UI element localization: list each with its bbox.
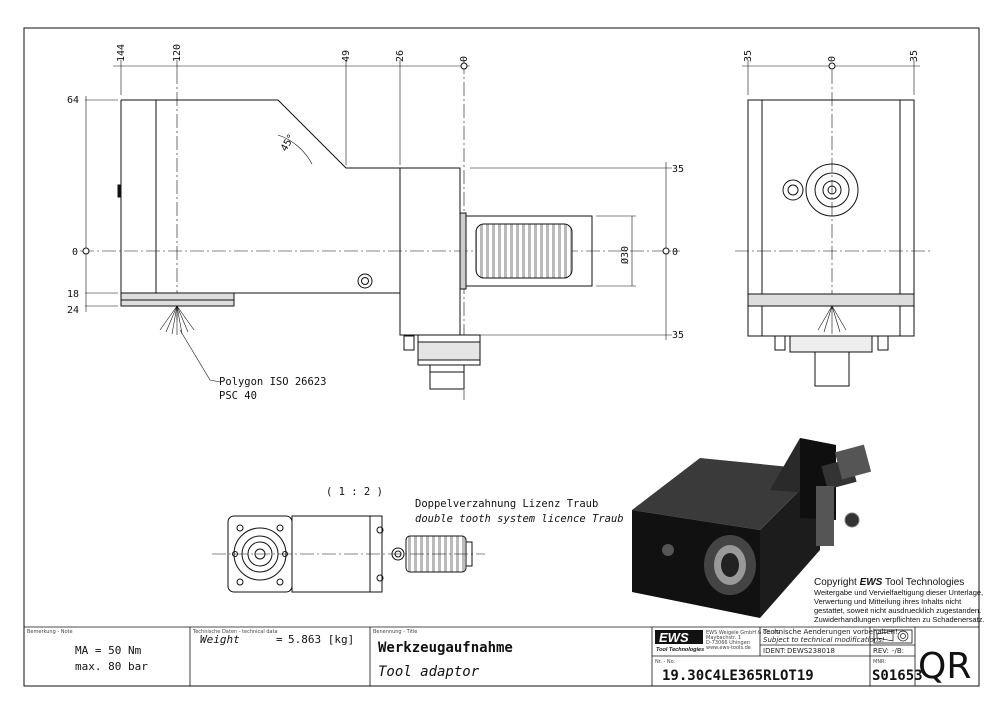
sheet-border xyxy=(23,27,980,687)
dim-side-35-right: 35 xyxy=(909,50,920,62)
svg-text:Tool Technologies: Tool Technologies xyxy=(656,647,704,653)
front-view xyxy=(80,60,680,400)
weight-label: Weight xyxy=(200,633,240,646)
company-line-4: www.ews-tools.de xyxy=(706,645,751,651)
dim-left-18: 18 xyxy=(67,289,79,300)
polygon-callout-line2: PSC 40 xyxy=(219,390,257,402)
weight-eq: = xyxy=(276,633,283,646)
dim-side-0: 0 xyxy=(827,56,838,62)
remark-label: Bemerkung - Note xyxy=(27,629,73,635)
company-line-2: Maybachstr. 1 xyxy=(706,635,741,641)
polygon-callout-line1: Polygon ISO 26623 xyxy=(219,376,326,388)
dim-left-24: 24 xyxy=(67,305,79,316)
dim-top-49: 49 xyxy=(341,50,352,62)
dim-left-0: 0 xyxy=(72,247,78,258)
dim-angle: 45° xyxy=(279,132,298,153)
qr-label: QR xyxy=(918,646,971,687)
copyright-line-1: Weitergabe und Vervielfaeltigung dieser … xyxy=(814,588,983,597)
dim-diameter: Ø30 xyxy=(619,246,631,264)
rev-value: -/B: xyxy=(892,647,904,655)
mnr-value: S01653 xyxy=(872,668,923,684)
dim-top-0: 0 xyxy=(459,56,470,62)
tooth-system-en: double tooth system licence Traub xyxy=(415,513,624,525)
title-de: Werkzeugaufnahme xyxy=(378,640,513,656)
ident-value: DEWS238018 xyxy=(787,647,835,655)
rev-label: REV: xyxy=(873,647,889,655)
isometric-render xyxy=(632,438,872,618)
dim-right-35-top: 35 xyxy=(672,164,684,175)
change-notice-en: Subject to technical modifications! xyxy=(763,636,885,644)
remark-pressure: max. 80 bar xyxy=(75,660,148,673)
copyright-heading: Copyright EWS Tool Technologies xyxy=(814,577,964,588)
projection-symbol-icon xyxy=(876,630,909,642)
title-block xyxy=(24,626,979,686)
copyright-line-2: Verwertung und Mitteilung ihres Inhalts … xyxy=(814,597,962,606)
ident-label: IDENT: xyxy=(763,647,786,655)
dim-left-64: 64 xyxy=(67,95,79,106)
designation-label: Benennung - Title xyxy=(373,629,417,635)
remark-torque: MA = 50 Nm xyxy=(75,644,142,657)
company-line-3: D-73066 Uhingen xyxy=(706,640,750,646)
side-view xyxy=(735,60,930,387)
copyright-line-4: Zuwiderhandlungen verpflichten zu Schade… xyxy=(814,615,985,624)
company-line-1: EWS Weigele GmbH & Co. KG xyxy=(706,630,780,636)
title-en: Tool adaptor xyxy=(378,664,480,680)
dim-top-144: 144 xyxy=(116,44,127,62)
small-view xyxy=(212,515,485,593)
copyright-line-3: gestattet, soweit nicht ausdruecklich zu… xyxy=(814,606,981,615)
dim-right-0: 0 xyxy=(672,247,678,258)
tooth-system-de: Doppelverzahnung Lizenz Traub xyxy=(415,498,598,510)
ews-logo: EWS Tool Technologies xyxy=(655,630,704,653)
weight-value: 5.863 [kg] xyxy=(288,633,354,646)
dim-top-26: 26 xyxy=(395,50,406,62)
svg-text:EWS: EWS xyxy=(659,630,689,645)
number-label: Nr. - No. xyxy=(655,659,676,665)
mnr-label: MNR: xyxy=(873,659,886,665)
change-notice-de: Technische Aenderungen vorbehalten! xyxy=(762,628,898,636)
dim-right-35-bottom: 35 xyxy=(672,330,684,341)
part-number: 19.30C4LE365RLOT19 xyxy=(662,668,814,684)
techdata-label: Technische Daten - technical data xyxy=(192,629,278,635)
dim-side-35-left: 35 xyxy=(743,50,754,62)
dim-top-120: 120 xyxy=(172,44,183,62)
scale-label: ( 1 : 2 ) xyxy=(326,486,383,498)
